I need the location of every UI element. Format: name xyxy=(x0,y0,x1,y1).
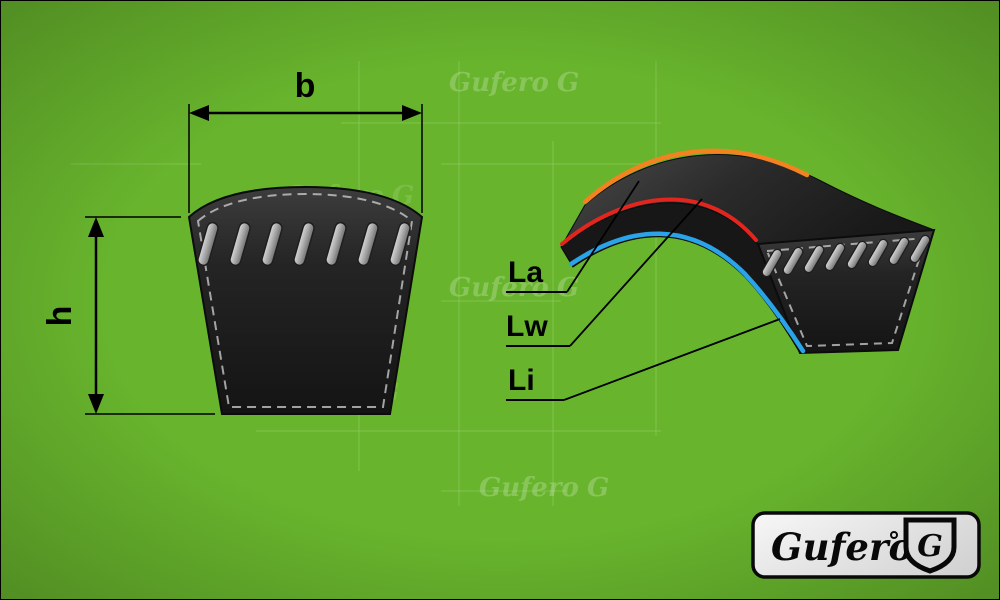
watermark-shield-icon: G xyxy=(557,68,579,98)
brand-logo: Gufero G xyxy=(751,511,981,579)
lw-label: Lw xyxy=(506,310,548,343)
cord xyxy=(197,221,219,267)
watermark-item: Gufero G xyxy=(479,473,609,503)
cord xyxy=(846,240,868,270)
height-dimension-label: h xyxy=(41,306,79,327)
belt-dashed-outline xyxy=(196,192,414,408)
cord xyxy=(293,221,315,267)
watermark-brand-text: Gufero xyxy=(449,68,549,98)
watermark-brand-text: Gufero xyxy=(449,273,549,303)
li-line xyxy=(568,231,806,354)
cut-face-dashed-outline xyxy=(765,236,928,348)
watermark-shield-icon: G xyxy=(587,473,609,503)
cord xyxy=(867,238,889,268)
cord xyxy=(761,248,783,278)
logo-monogram: G xyxy=(917,529,943,564)
dimension-b: b xyxy=(188,67,423,213)
cord xyxy=(803,244,825,274)
la-label: La xyxy=(508,256,543,289)
watermark-item: Gufero G xyxy=(449,68,579,98)
arrowhead-down-icon xyxy=(88,394,104,414)
li-leader-line xyxy=(563,318,781,401)
lw-line xyxy=(560,197,758,246)
length-labels: La Lw Li xyxy=(506,180,781,401)
cord xyxy=(261,221,283,267)
belt-cross-section xyxy=(187,185,424,415)
la-leader-line xyxy=(566,180,640,293)
cord xyxy=(389,221,411,267)
cord xyxy=(357,221,379,267)
dimension-h: h xyxy=(41,216,215,415)
arrowhead-right-icon xyxy=(402,105,422,121)
cord xyxy=(824,242,846,272)
cord xyxy=(229,221,251,267)
watermark-brand-text: Gufero xyxy=(479,473,579,503)
logo-brand-text: Gufero xyxy=(771,525,913,569)
li-label: Li xyxy=(508,364,535,397)
belt-top-surface xyxy=(560,154,935,248)
logo-ring-icon xyxy=(890,531,898,539)
arrowhead-up-icon xyxy=(88,217,104,237)
cord xyxy=(909,234,931,264)
width-dimension-label: b xyxy=(295,67,316,105)
tension-cords xyxy=(197,221,411,267)
lw-leader-line xyxy=(569,198,703,347)
belt-3d-view xyxy=(560,148,936,355)
cord xyxy=(325,221,347,267)
belt-body xyxy=(187,185,424,415)
logo-shield-g-icon: G xyxy=(903,517,957,574)
la-line xyxy=(582,148,810,205)
cord xyxy=(888,236,910,266)
cord xyxy=(782,246,804,276)
arrowhead-left-icon xyxy=(189,105,209,121)
cut-face-cords xyxy=(761,234,931,278)
